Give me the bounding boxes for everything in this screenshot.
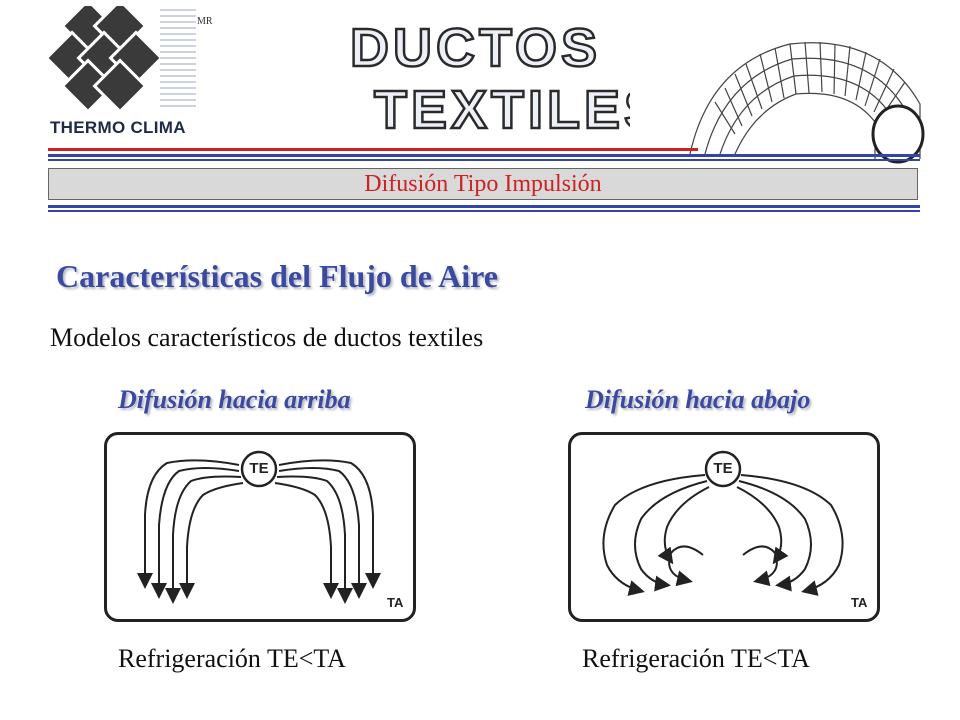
diagram-title-upward: Difusión hacia arriba bbox=[118, 385, 351, 414]
header-rules bbox=[48, 148, 920, 161]
upward-airflow-arrows bbox=[137, 450, 381, 604]
te-label-downward: TE bbox=[713, 460, 733, 477]
header-title: DUCTOS TEXTILES bbox=[349, 17, 630, 138]
diagram-downward: TE TA bbox=[568, 432, 880, 622]
registered-mark: MR bbox=[197, 16, 213, 27]
downward-airflow-arrows bbox=[602, 450, 844, 596]
brand-name: THERMO CLIMA bbox=[50, 118, 186, 137]
diagram-upward: TE TA bbox=[104, 432, 416, 622]
title-line-2: TEXTILES bbox=[374, 80, 630, 138]
ta-label-downward: TA bbox=[851, 595, 868, 610]
title-line-1: DUCTOS bbox=[350, 18, 601, 78]
caption-upward: Refrigeración TE<TA bbox=[118, 644, 346, 673]
diagram-title-downward: Difusión hacia abajo bbox=[585, 385, 811, 414]
te-label-upward: TE bbox=[249, 460, 269, 477]
banner-rule bbox=[48, 205, 920, 208]
caption-downward: Refrigeración TE<TA bbox=[582, 644, 810, 673]
thermo-clima-logo bbox=[44, 6, 196, 114]
section-banner: Difusión Tipo Impulsión bbox=[48, 168, 918, 200]
textile-duct-illustration bbox=[689, 41, 925, 164]
banner-rule-2 bbox=[48, 210, 920, 212]
ta-label-upward: TA bbox=[387, 595, 404, 610]
section-title: Características del Flujo de Aire bbox=[56, 258, 498, 294]
subtitle: Modelos característicos de ductos textil… bbox=[50, 323, 484, 352]
